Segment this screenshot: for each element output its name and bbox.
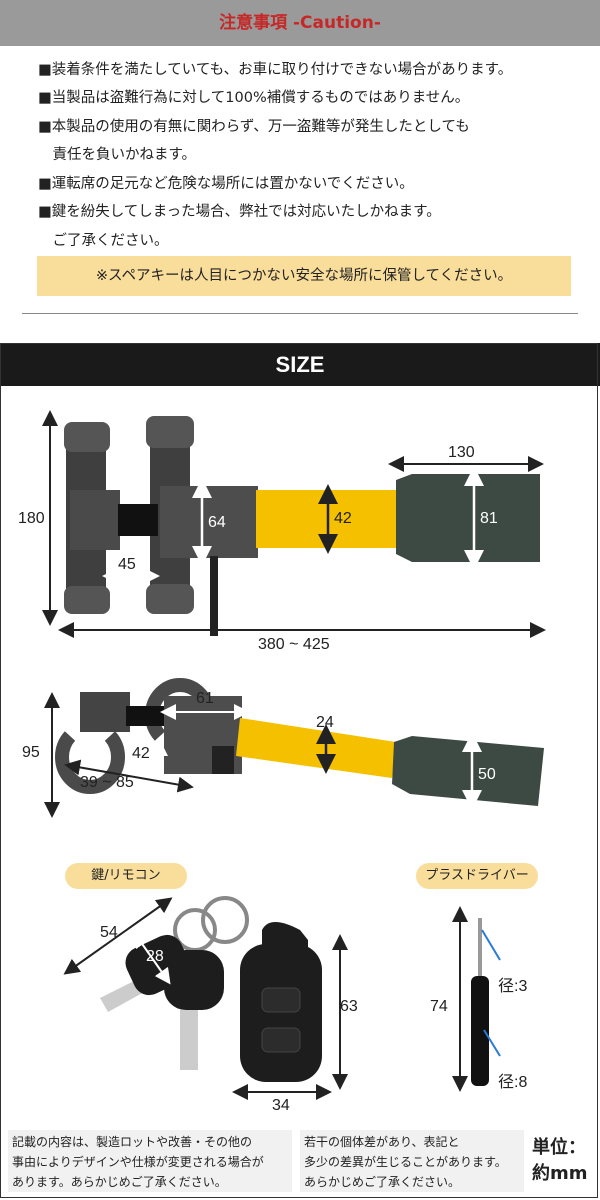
dim-height: 180 xyxy=(18,510,45,527)
dim-clamp-gap: 45 xyxy=(118,556,136,573)
caution-line: 責任を負いかねます。 xyxy=(38,147,197,163)
dim-box-height: 81 xyxy=(480,510,498,527)
dim-hook-inner: 42 xyxy=(132,745,150,762)
dim-bar-height: 42 xyxy=(334,510,352,527)
unit-label: 単位： xyxy=(532,1137,586,1158)
dim-side-height: 95 xyxy=(22,744,40,761)
dim-driver-tip: 径:3 xyxy=(498,978,528,995)
caution-line: ご了承ください。 xyxy=(38,233,169,249)
dim-box-width: 130 xyxy=(448,444,475,461)
caution-line: ■運転席の足元など危険な場所には置かないでください。 xyxy=(38,176,414,192)
dim-clamp-top: 61 xyxy=(196,690,214,707)
section-divider xyxy=(22,313,578,314)
note-line: 事由によりデザインや仕様が変更される場合が xyxy=(12,1155,264,1169)
spare-key-note: ※スペアキーは人目につかない安全な場所に保管してください。 xyxy=(95,268,513,284)
note-line: あらかじめご了承ください。 xyxy=(304,1175,461,1189)
dim-side-bar-height: 24 xyxy=(316,714,334,731)
keys-remote-illustration xyxy=(63,896,348,1100)
steering-lock-top-view xyxy=(42,410,546,638)
caution-line: ■鍵を紛失してしまった場合、弊社では対応いたしかねます。 xyxy=(38,204,441,220)
driver-label: プラスドライバー xyxy=(416,863,538,889)
note-individual-difference: 若干の個体差があり、表記と 多少の差異が生じることがあります。 あらかじめご了承… xyxy=(300,1130,524,1192)
caution-title: 注意事項 -Caution- xyxy=(219,13,381,33)
caution-line: ■当製品は盗難行為に対して100%補償するものではありません。 xyxy=(38,90,470,106)
note-line: あります。あらかじめご了承ください。 xyxy=(12,1175,227,1189)
size-header-bar xyxy=(0,343,600,386)
note-line: 若干の個体差があり、表記と xyxy=(304,1135,460,1149)
note-line: 多少の差異が生じることがあります。 xyxy=(304,1155,507,1169)
size-title: SIZE xyxy=(275,352,325,377)
dim-hook-range: 39 ~ 85 xyxy=(80,774,134,791)
dim-driver-grip: 径:8 xyxy=(498,1074,528,1091)
dim-remote-height: 63 xyxy=(340,998,358,1015)
note-design-change: 記載の内容は、製造ロットや改善・その他の 事由によりデザインや仕様が変更される場… xyxy=(8,1130,292,1192)
dim-side-box-height: 50 xyxy=(478,766,496,783)
screwdriver-illustration xyxy=(452,906,501,1092)
dim-remote-width: 34 xyxy=(272,1097,290,1114)
keys-remote-label: 鍵/リモコン xyxy=(65,863,187,889)
caution-header-bar xyxy=(0,0,600,46)
dim-key-length: 54 xyxy=(100,924,118,941)
unit-value: 約mm xyxy=(532,1163,588,1184)
dim-total-length: 380 ~ 425 xyxy=(258,636,330,653)
note-line: 記載の内容は、製造ロットや改善・その他の xyxy=(12,1135,253,1149)
steering-lock-side-view xyxy=(44,678,544,818)
dim-driver-length: 74 xyxy=(430,998,448,1015)
dim-body-height: 64 xyxy=(208,514,226,531)
dim-key-head: 28 xyxy=(146,948,164,965)
spare-key-note-box xyxy=(37,256,571,296)
caution-line: ■装着条件を満たしていても、お車に取り付けできない場合があります。 xyxy=(38,62,513,78)
caution-line: ■本製品の使用の有無に関わらず、万一盗難等が発生したとしても xyxy=(38,119,470,135)
